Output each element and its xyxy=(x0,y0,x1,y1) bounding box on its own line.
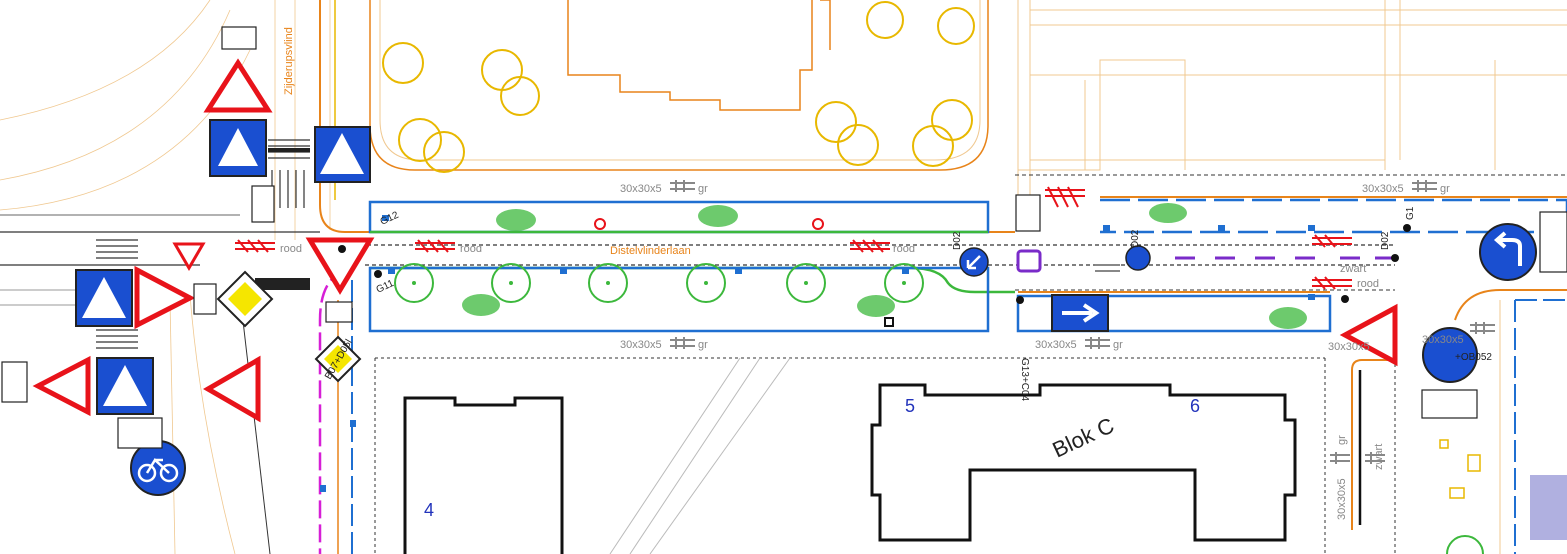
shrub-symbol xyxy=(462,203,1307,329)
tree-symbol xyxy=(1446,535,1484,554)
kerb-markers xyxy=(320,215,1315,492)
building-number-5: 5 xyxy=(905,396,915,416)
svg-text:gr: gr xyxy=(698,183,708,195)
small-sign xyxy=(1,26,1567,449)
svg-text:gr: gr xyxy=(698,339,708,351)
svg-text:rood: rood xyxy=(280,243,302,255)
svg-text:gr: gr xyxy=(1113,339,1123,351)
street-label-main: Distelvlinderlaan xyxy=(610,245,691,257)
svg-text:30x30x5: 30x30x5 xyxy=(1035,339,1077,351)
svg-text:zwart: zwart xyxy=(1340,263,1366,275)
tile-labels: 30x30x5 gr 30x30x5 gr 30x30x5 gr 30x30x5… xyxy=(620,183,1464,520)
svg-text:rood: rood xyxy=(893,243,915,255)
svg-text:rood: rood xyxy=(460,243,482,255)
priority-road-sign xyxy=(216,270,362,383)
svg-text:D02: D02 xyxy=(952,231,963,250)
svg-text:gr: gr xyxy=(1440,183,1450,195)
svg-text:30x30x5: 30x30x5 xyxy=(620,339,662,351)
svg-text:30x30x5: 30x30x5 xyxy=(1328,341,1370,353)
street-label-side: Zijderupsvlind xyxy=(283,27,295,95)
svg-text:30x30x5: 30x30x5 xyxy=(1362,183,1404,195)
building-number-4: 4 xyxy=(424,500,434,520)
pedestrian-crossing-sign xyxy=(75,119,371,415)
yield-sign xyxy=(172,237,375,295)
svg-text:G11: G11 xyxy=(375,278,397,296)
building-label: Blok C xyxy=(1049,412,1118,462)
bicycle-sign xyxy=(130,440,186,496)
median-north xyxy=(368,200,990,234)
svg-text:30x30x5: 30x30x5 xyxy=(1336,478,1348,520)
building-footprints xyxy=(374,289,1567,554)
colour-labels: rood rood rood rood zwart zwart xyxy=(280,243,1385,470)
svg-text:+OB052: +OB052 xyxy=(1455,352,1492,363)
svg-text:G13+C04: G13+C04 xyxy=(1019,358,1030,402)
tree-centre xyxy=(412,281,906,285)
lavender-block xyxy=(1530,475,1567,540)
courtyard xyxy=(369,0,1567,230)
svg-text:zwart: zwart xyxy=(1373,444,1385,470)
svg-text:D02: D02 xyxy=(1130,229,1141,248)
svg-text:G12: G12 xyxy=(379,210,401,228)
orange-markers xyxy=(1439,439,1481,499)
one-way-arrow-sign xyxy=(1051,294,1109,332)
building-number-6: 6 xyxy=(1190,396,1200,416)
keep-right-sign xyxy=(959,223,1537,383)
svg-text:gr: gr xyxy=(1336,435,1348,445)
red-paving-symbol xyxy=(235,186,1352,290)
svg-text:D02: D02 xyxy=(1380,231,1391,250)
grey-paving-symbol xyxy=(670,180,1495,464)
shark-teeth xyxy=(255,148,310,290)
tree-symbol xyxy=(382,1,975,173)
svg-text:30x30x5: 30x30x5 xyxy=(620,183,662,195)
tree-symbol xyxy=(394,263,924,303)
terrain-contours xyxy=(0,0,331,554)
warning-triangle xyxy=(32,58,1398,423)
svg-text:G1: G1 xyxy=(1405,206,1416,220)
signal-box xyxy=(1016,249,1042,273)
median-south xyxy=(368,196,1567,333)
svg-text:rood: rood xyxy=(1357,278,1379,290)
posts xyxy=(338,224,1411,327)
svg-text:30x30x5: 30x30x5 xyxy=(1422,334,1464,346)
